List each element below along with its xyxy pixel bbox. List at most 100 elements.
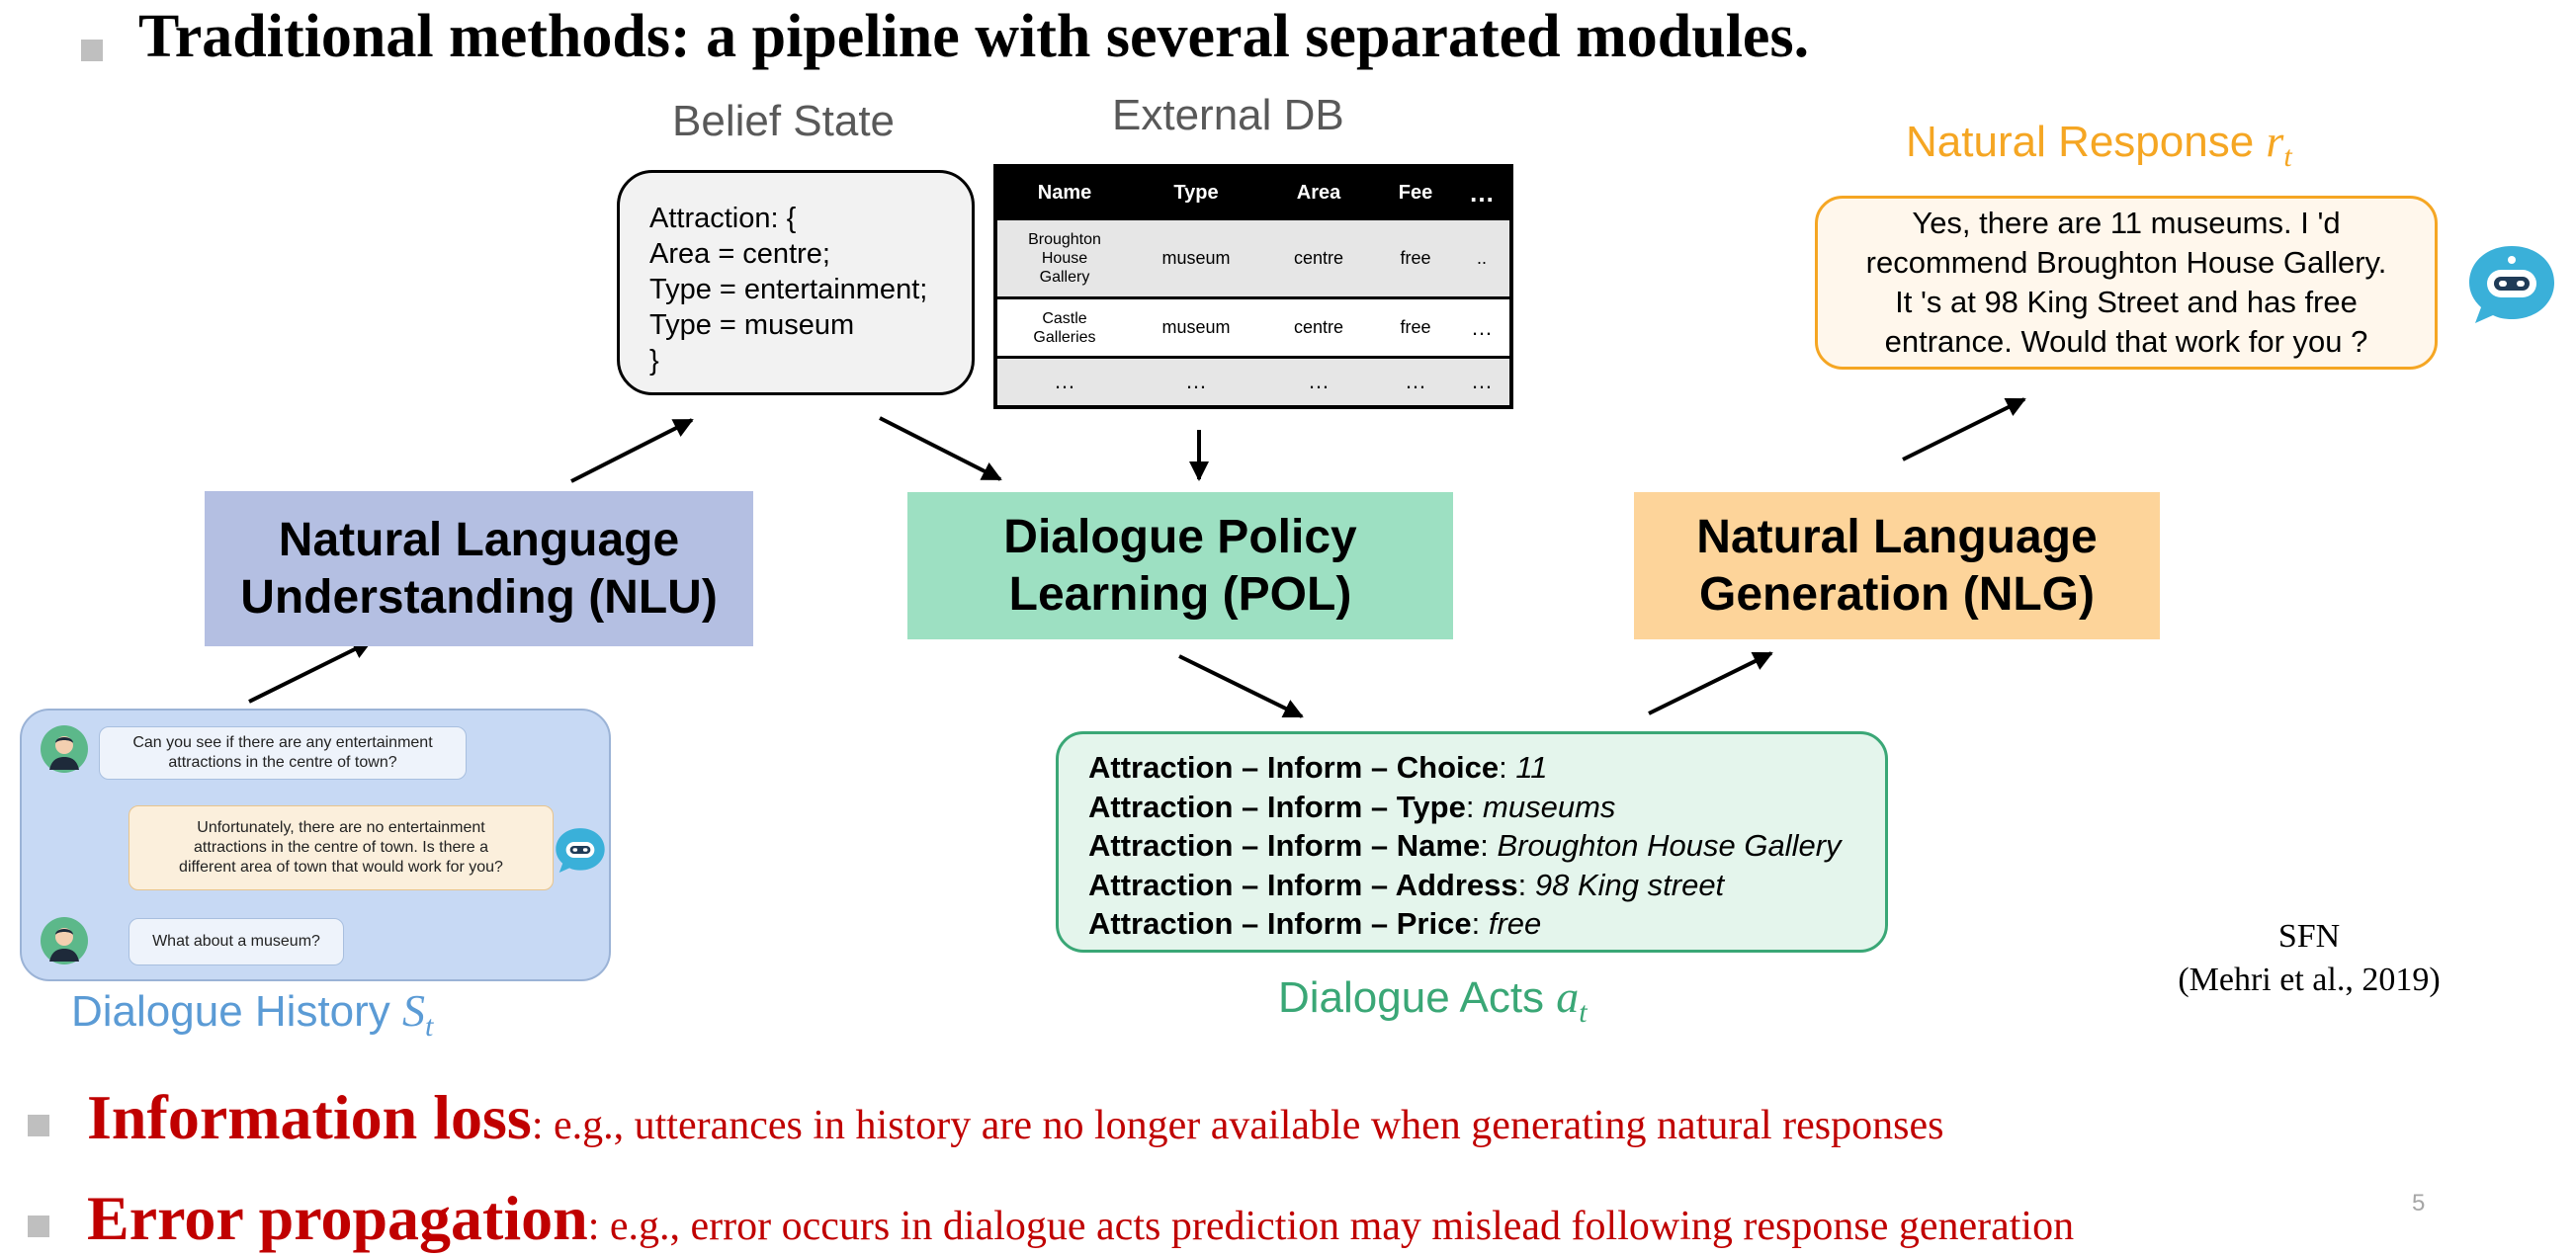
dialogue-history-sub: t (425, 1009, 434, 1043)
dialogue-act-item: Attraction – Inform – Type: museums (1088, 789, 1616, 824)
act-value: 11 (1515, 750, 1548, 785)
point-text: : e.g., utterances in history are no lon… (531, 1103, 1944, 1148)
act-key: Attraction – Inform – Type (1088, 789, 1466, 824)
dialogue-act-item: Attraction – Inform – Address: 98 King s… (1088, 867, 1725, 902)
nlg-module-line: Natural Language (1696, 510, 2098, 563)
db-row: Broughton House Gallery museum centre fr… (995, 217, 1511, 298)
db-cell: … (1454, 296, 1511, 358)
nlu-module-line: Natural Language (278, 513, 680, 566)
nlg-module: Natural Language Generation (NLG) (1634, 492, 2160, 639)
act-value: 98 King street (1534, 867, 1725, 902)
user-avatar-icon (41, 725, 88, 773)
pol-module-line: Learning (POL) (1008, 567, 1352, 621)
response-line: recommend Broughton House Gallery. (1865, 245, 2387, 280)
dialogue-acts-sub: t (1579, 995, 1588, 1029)
db-row: … … … … … (995, 356, 1511, 407)
natural-response-box: Yes, there are 11 museums. I 'd recommen… (1815, 196, 2438, 370)
belief-line: Area = centre; (649, 238, 830, 270)
belief-line: } (649, 345, 659, 377)
db-cell: museum (1132, 296, 1260, 358)
arrow-acts-to-nlg (1648, 651, 1773, 715)
chat-line: Unfortunately, there are no entertainmen… (197, 819, 485, 836)
robot-chat-icon (556, 828, 605, 873)
dialogue-acts-box: Attraction – Inform – Choice: 11 Attract… (1056, 731, 1888, 953)
db-cell: centre (1260, 296, 1377, 358)
citation-line: (Mehri et al., 2019) (2178, 962, 2441, 998)
belief-line: Type = museum (649, 309, 855, 341)
belief-state-label: Belief State (672, 97, 896, 145)
db-cell: … (1377, 356, 1454, 407)
external-db-table: Name Type Area Fee … Broughton House Gal… (993, 164, 1513, 409)
db-cell: Castle Galleries (995, 296, 1132, 358)
nlu-module: Natural Language Understanding (NLU) (205, 491, 753, 646)
db-cell: … (995, 356, 1132, 407)
act-key: Attraction – Inform – Address (1088, 867, 1518, 902)
db-header-cell: Name (995, 166, 1132, 219)
response-line: It 's at 98 King Street and has free (1895, 285, 2358, 319)
chat-line: different area of town that would work f… (179, 859, 503, 876)
chat-line: Can you see if there are any entertainme… (132, 734, 433, 751)
db-cell: … (1260, 356, 1377, 407)
db-cell: … (1454, 356, 1511, 407)
dialogue-history-label: Dialogue History St (71, 984, 433, 1044)
dialogue-act-item: Attraction – Inform – Price: free (1088, 906, 1542, 941)
db-header-row: Name Type Area Fee … (995, 166, 1511, 219)
act-value: free (1488, 906, 1542, 941)
citation: SFN (Mehri et al., 2019) (2131, 915, 2487, 1002)
act-value: Broughton House Gallery (1497, 828, 1842, 863)
external-db-label: External DB (1112, 91, 1344, 139)
belief-state-box: Attraction: { Area = centre; Type = ente… (617, 170, 975, 395)
db-header-cell: Area (1260, 166, 1377, 219)
page-number: 5 (2412, 1190, 2426, 1216)
arrow-history-to-nlu (248, 639, 373, 704)
act-value: museums (1483, 789, 1616, 824)
db-cell: Broughton House Gallery (995, 217, 1132, 298)
arrow-belief-to-pol (879, 416, 1002, 481)
response-line: Yes, there are 11 museums. I 'd (1912, 206, 2341, 240)
user-avatar-icon (41, 917, 88, 964)
pol-module-line: Dialogue Policy (1003, 510, 1357, 563)
act-key: Attraction – Inform – Name (1088, 828, 1481, 863)
chat-line: What about a museum? (152, 933, 320, 950)
dialogue-act-item: Attraction – Inform – Name: Broughton Ho… (1088, 828, 1842, 863)
chat-line: attractions in the centre of town. Is th… (194, 839, 488, 856)
arrow-pol-to-acts (1178, 654, 1304, 718)
chat-bubble-user: What about a museum? (129, 918, 344, 965)
point-head: Information loss (87, 1082, 532, 1152)
arrow-nlg-to-response (1902, 397, 2026, 461)
db-row: Castle Galleries museum centre free … (995, 296, 1511, 358)
db-header-cell: … (1454, 166, 1511, 219)
db-cell: museum (1132, 217, 1260, 298)
db-cell: centre (1260, 217, 1377, 298)
dialogue-act-item: Attraction – Inform – Choice: 11 (1088, 750, 1548, 785)
db-cell: .. (1454, 217, 1511, 298)
citation-line: SFN (2277, 918, 2341, 955)
natural-response-sub: t (2283, 139, 2292, 173)
page-title: Traditional methods: a pipeline with sev… (138, 3, 1810, 70)
dialogue-acts-var: a (1556, 971, 1580, 1022)
nlg-module-line: Generation (NLG) (1698, 567, 2095, 621)
point-bullet (28, 1115, 49, 1136)
belief-line: Attraction: { (649, 203, 797, 234)
act-key: Attraction – Inform – Price (1088, 906, 1472, 941)
pol-module: Dialogue Policy Learning (POL) (907, 492, 1453, 639)
point-information-loss: Information loss: e.g., utterances in hi… (87, 1081, 1943, 1154)
act-key: Attraction – Inform – Choice (1088, 750, 1500, 785)
response-line: entrance. Would that work for you ? (1884, 324, 2368, 359)
dialogue-history-var: S (402, 985, 426, 1036)
db-header-cell: Type (1132, 166, 1260, 219)
point-error-propagation: Error propagation: e.g., error occurs in… (87, 1182, 2074, 1255)
chat-line: attractions in the centre of town? (168, 754, 397, 771)
dialogue-acts-label: Dialogue Acts at (1278, 970, 1588, 1030)
dialogue-history-label-text: Dialogue History (71, 987, 403, 1036)
db-header-cell: Fee (1377, 166, 1454, 219)
db-cell: free (1377, 217, 1454, 298)
title-bullet (81, 40, 103, 61)
dialogue-acts-label-text: Dialogue Acts (1278, 973, 1557, 1022)
point-bullet (28, 1215, 49, 1237)
natural-response-label-text: Natural Response (1906, 118, 2267, 166)
arrow-nlu-to-belief (570, 418, 694, 483)
chat-bubble-system: Unfortunately, there are no entertainmen… (129, 805, 554, 890)
point-head: Error propagation (87, 1183, 588, 1253)
